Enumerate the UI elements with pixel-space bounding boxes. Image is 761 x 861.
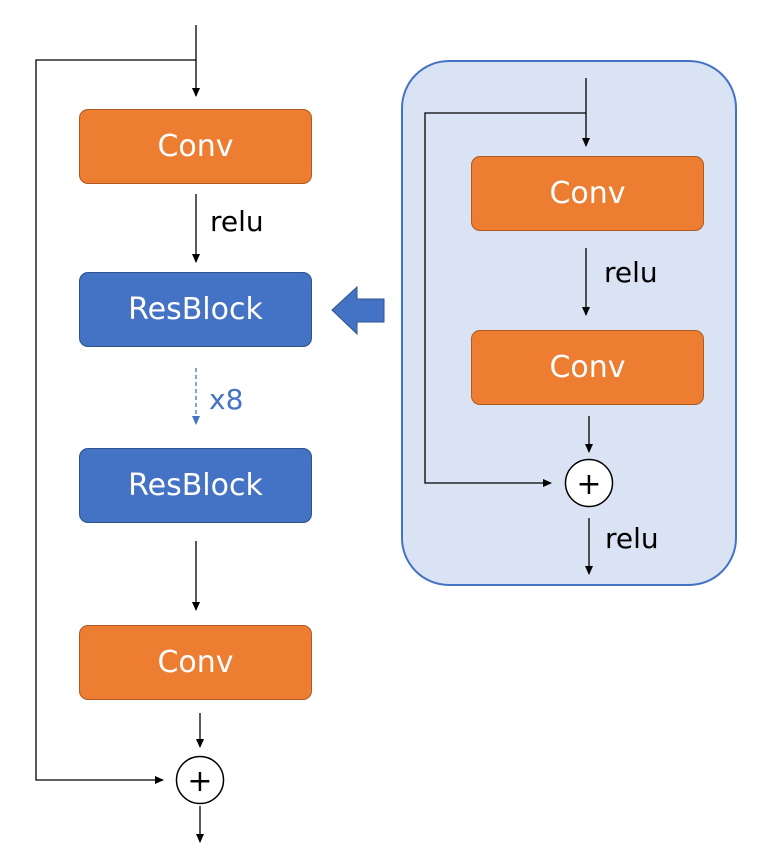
resblock-1-label: ResBlock	[128, 292, 263, 327]
detail-sum-node	[564, 458, 614, 508]
relu-label: relu	[210, 205, 264, 238]
conv-block-2: Conv	[79, 625, 312, 700]
resblock-1: ResBlock	[79, 272, 312, 347]
main-sum-symbol: +	[187, 764, 212, 799]
detail-conv-block-1-label: Conv	[549, 176, 626, 211]
detail-conv-block-2: Conv	[471, 330, 704, 405]
conv-block-2-label: Conv	[157, 645, 234, 680]
repeat-label: x8	[209, 383, 244, 416]
detail-skip-connection	[424, 112, 586, 487]
conv-block-1-label: Conv	[157, 129, 234, 164]
resblock-detail-panel	[401, 60, 737, 586]
detail-conv-block-2-label: Conv	[549, 350, 626, 385]
main-skip-connection	[35, 59, 196, 784]
main-sum-node	[175, 755, 225, 805]
expand-arrow-icon	[331, 285, 385, 336]
detail-relu-label-2: relu	[605, 522, 659, 555]
conv-block-1: Conv	[79, 109, 312, 184]
detail-conv-block-1: Conv	[471, 156, 704, 231]
detail-sum-symbol: +	[576, 467, 601, 502]
detail-relu-label-1: relu	[604, 256, 658, 289]
resblock-2-label: ResBlock	[128, 468, 263, 503]
resblock-2: ResBlock	[79, 448, 312, 523]
